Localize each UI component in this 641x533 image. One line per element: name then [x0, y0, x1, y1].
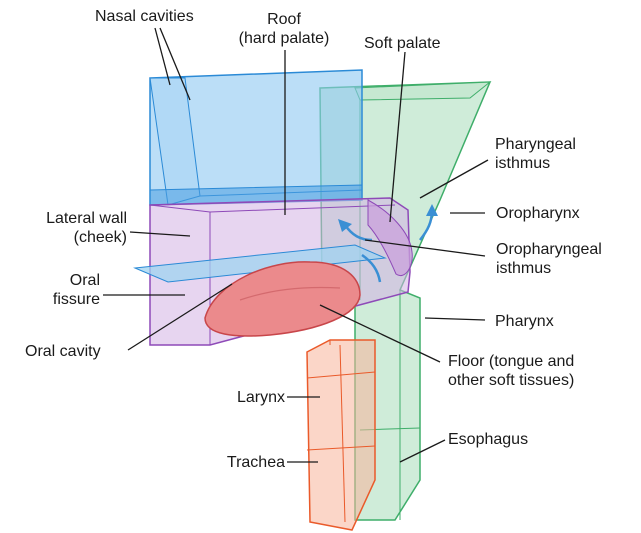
airway-region	[307, 340, 375, 530]
label-oral-fissure: Oral fissure	[40, 271, 100, 309]
nasal-cavity-region	[150, 70, 362, 205]
label-pharyngeal-isthmus: Pharyngeal isthmus	[495, 135, 576, 173]
label-soft-palate: Soft palate	[364, 34, 441, 53]
label-trachea: Trachea	[205, 453, 285, 472]
label-pharynx: Pharynx	[495, 312, 554, 331]
label-oropharynx: Oropharynx	[496, 204, 580, 223]
label-floor: Floor (tongue and other soft tissues)	[448, 352, 574, 390]
label-lateral-wall: Lateral wall (cheek)	[15, 209, 127, 247]
label-oral-cavity: Oral cavity	[25, 342, 101, 361]
label-nasal-cavities: Nasal cavities	[95, 7, 194, 26]
label-larynx: Larynx	[215, 388, 285, 407]
label-roof: Roof (hard palate)	[229, 10, 339, 48]
label-oropharyngeal-isthmus: Oropharyngeal isthmus	[496, 240, 602, 278]
label-esophagus: Esophagus	[448, 430, 528, 449]
